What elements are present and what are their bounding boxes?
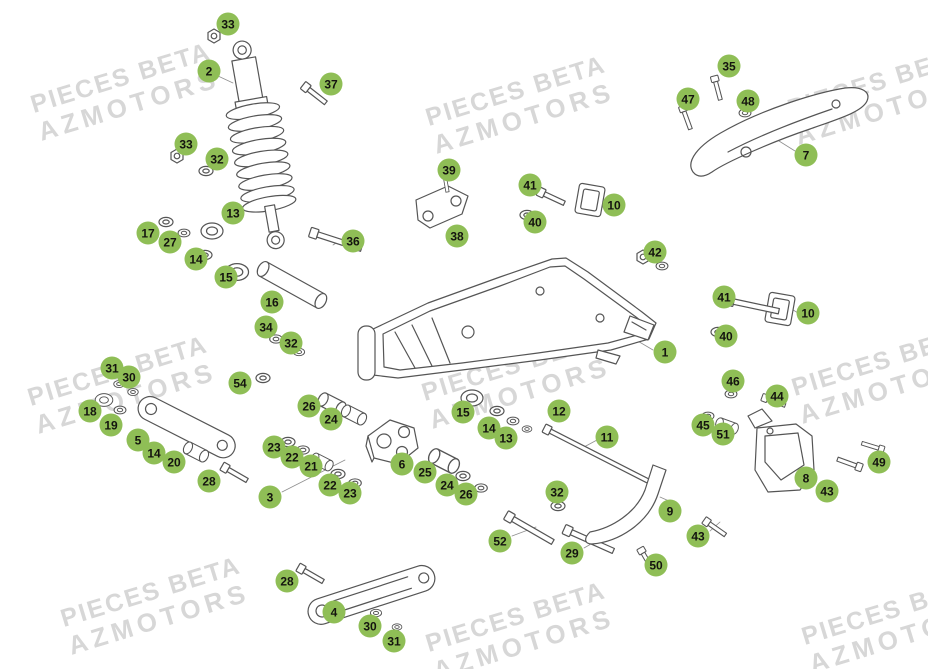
part-callout[interactable]: 29 xyxy=(560,541,584,565)
mount-plate-drawing xyxy=(764,291,796,327)
part-callout[interactable]: 32 xyxy=(205,147,229,171)
part-callout[interactable]: 9 xyxy=(658,499,682,523)
part-callout[interactable]: 38 xyxy=(445,224,469,248)
part-callout[interactable]: 28 xyxy=(275,569,299,593)
part-callout[interactable]: 20 xyxy=(162,450,186,474)
swingarm-drawing xyxy=(357,257,657,381)
part-callout[interactable]: 13 xyxy=(494,426,518,450)
part-callout[interactable]: 1 xyxy=(653,340,677,364)
part-callout[interactable]: 22 xyxy=(280,445,304,469)
part-callout[interactable]: 26 xyxy=(454,482,478,506)
chain-slider-drawing xyxy=(690,87,869,177)
part-callout[interactable]: 44 xyxy=(765,384,789,408)
part-callout[interactable]: 35 xyxy=(717,54,741,78)
part-callout[interactable]: 3 xyxy=(258,485,282,509)
part-callout[interactable]: 2 xyxy=(197,59,221,83)
part-callout[interactable]: 25 xyxy=(413,460,437,484)
part-callout[interactable]: 17 xyxy=(136,221,160,245)
part-callout[interactable]: 15 xyxy=(214,265,238,289)
part-callout[interactable]: 13 xyxy=(221,201,245,225)
part-callout[interactable]: 26 xyxy=(297,394,321,418)
part-callout[interactable]: 30 xyxy=(358,614,382,638)
part-callout[interactable]: 39 xyxy=(437,158,461,182)
part-callout[interactable]: 10 xyxy=(602,193,626,217)
part-callout[interactable]: 30 xyxy=(117,365,141,389)
mount-plate-drawing xyxy=(574,182,606,218)
part-callout[interactable]: 46 xyxy=(721,369,745,393)
part-callout[interactable]: 51 xyxy=(711,422,735,446)
part-callout[interactable]: 54 xyxy=(228,371,252,395)
part-callout[interactable]: 15 xyxy=(451,400,475,424)
part-callout[interactable]: 18 xyxy=(78,399,102,423)
part-callout[interactable]: 43 xyxy=(686,524,710,548)
part-callout[interactable]: 41 xyxy=(712,285,736,309)
part-callout[interactable]: 8 xyxy=(794,466,818,490)
part-callout[interactable]: 22 xyxy=(318,473,342,497)
part-callout[interactable]: 49 xyxy=(867,450,891,474)
part-callout[interactable]: 37 xyxy=(319,72,343,96)
part-callout[interactable]: 6 xyxy=(390,452,414,476)
part-callout[interactable]: 31 xyxy=(382,629,406,653)
part-callout[interactable]: 50 xyxy=(644,553,668,577)
part-callout[interactable]: 10 xyxy=(796,301,820,325)
part-callout[interactable]: 40 xyxy=(523,210,547,234)
part-callout[interactable]: 28 xyxy=(197,469,221,493)
part-callout[interactable]: 33 xyxy=(174,132,198,156)
part-callout[interactable]: 4 xyxy=(322,600,346,624)
part-callout[interactable]: 16 xyxy=(260,290,284,314)
part-callout[interactable]: 33 xyxy=(216,12,240,36)
part-callout[interactable]: 19 xyxy=(99,413,123,437)
bracket-drawing xyxy=(415,171,469,229)
part-callout[interactable]: 23 xyxy=(262,435,286,459)
part-callout[interactable]: 45 xyxy=(691,413,715,437)
part-callout[interactable]: 42 xyxy=(643,240,667,264)
part-callout[interactable]: 43 xyxy=(815,479,839,503)
part-callout[interactable]: 12 xyxy=(547,399,571,423)
part-callout[interactable]: 14 xyxy=(142,441,166,465)
part-callout[interactable]: 41 xyxy=(518,173,542,197)
part-callout[interactable]: 32 xyxy=(279,331,303,355)
part-callout[interactable]: 21 xyxy=(299,454,323,478)
guide-arm-drawing xyxy=(585,464,667,545)
part-callout[interactable]: 14 xyxy=(184,247,208,271)
part-callout[interactable]: 34 xyxy=(254,315,278,339)
pivot-axle-drawing xyxy=(256,260,328,310)
part-callout[interactable]: 32 xyxy=(545,480,569,504)
part-callout[interactable]: 27 xyxy=(158,230,182,254)
pull-rod-drawing xyxy=(137,395,236,459)
part-callout[interactable]: 24 xyxy=(435,473,459,497)
part-callout[interactable]: 40 xyxy=(714,324,738,348)
part-callout[interactable]: 23 xyxy=(338,481,362,505)
part-callout[interactable]: 52 xyxy=(488,529,512,553)
part-callout[interactable]: 47 xyxy=(676,87,700,111)
part-callout[interactable]: 7 xyxy=(794,143,818,167)
shock-absorber-drawing xyxy=(225,40,297,250)
part-callout[interactable]: 36 xyxy=(341,229,365,253)
part-callout[interactable]: 48 xyxy=(736,89,760,113)
part-callout[interactable]: 11 xyxy=(595,425,619,449)
part-callout[interactable]: 24 xyxy=(319,407,343,431)
